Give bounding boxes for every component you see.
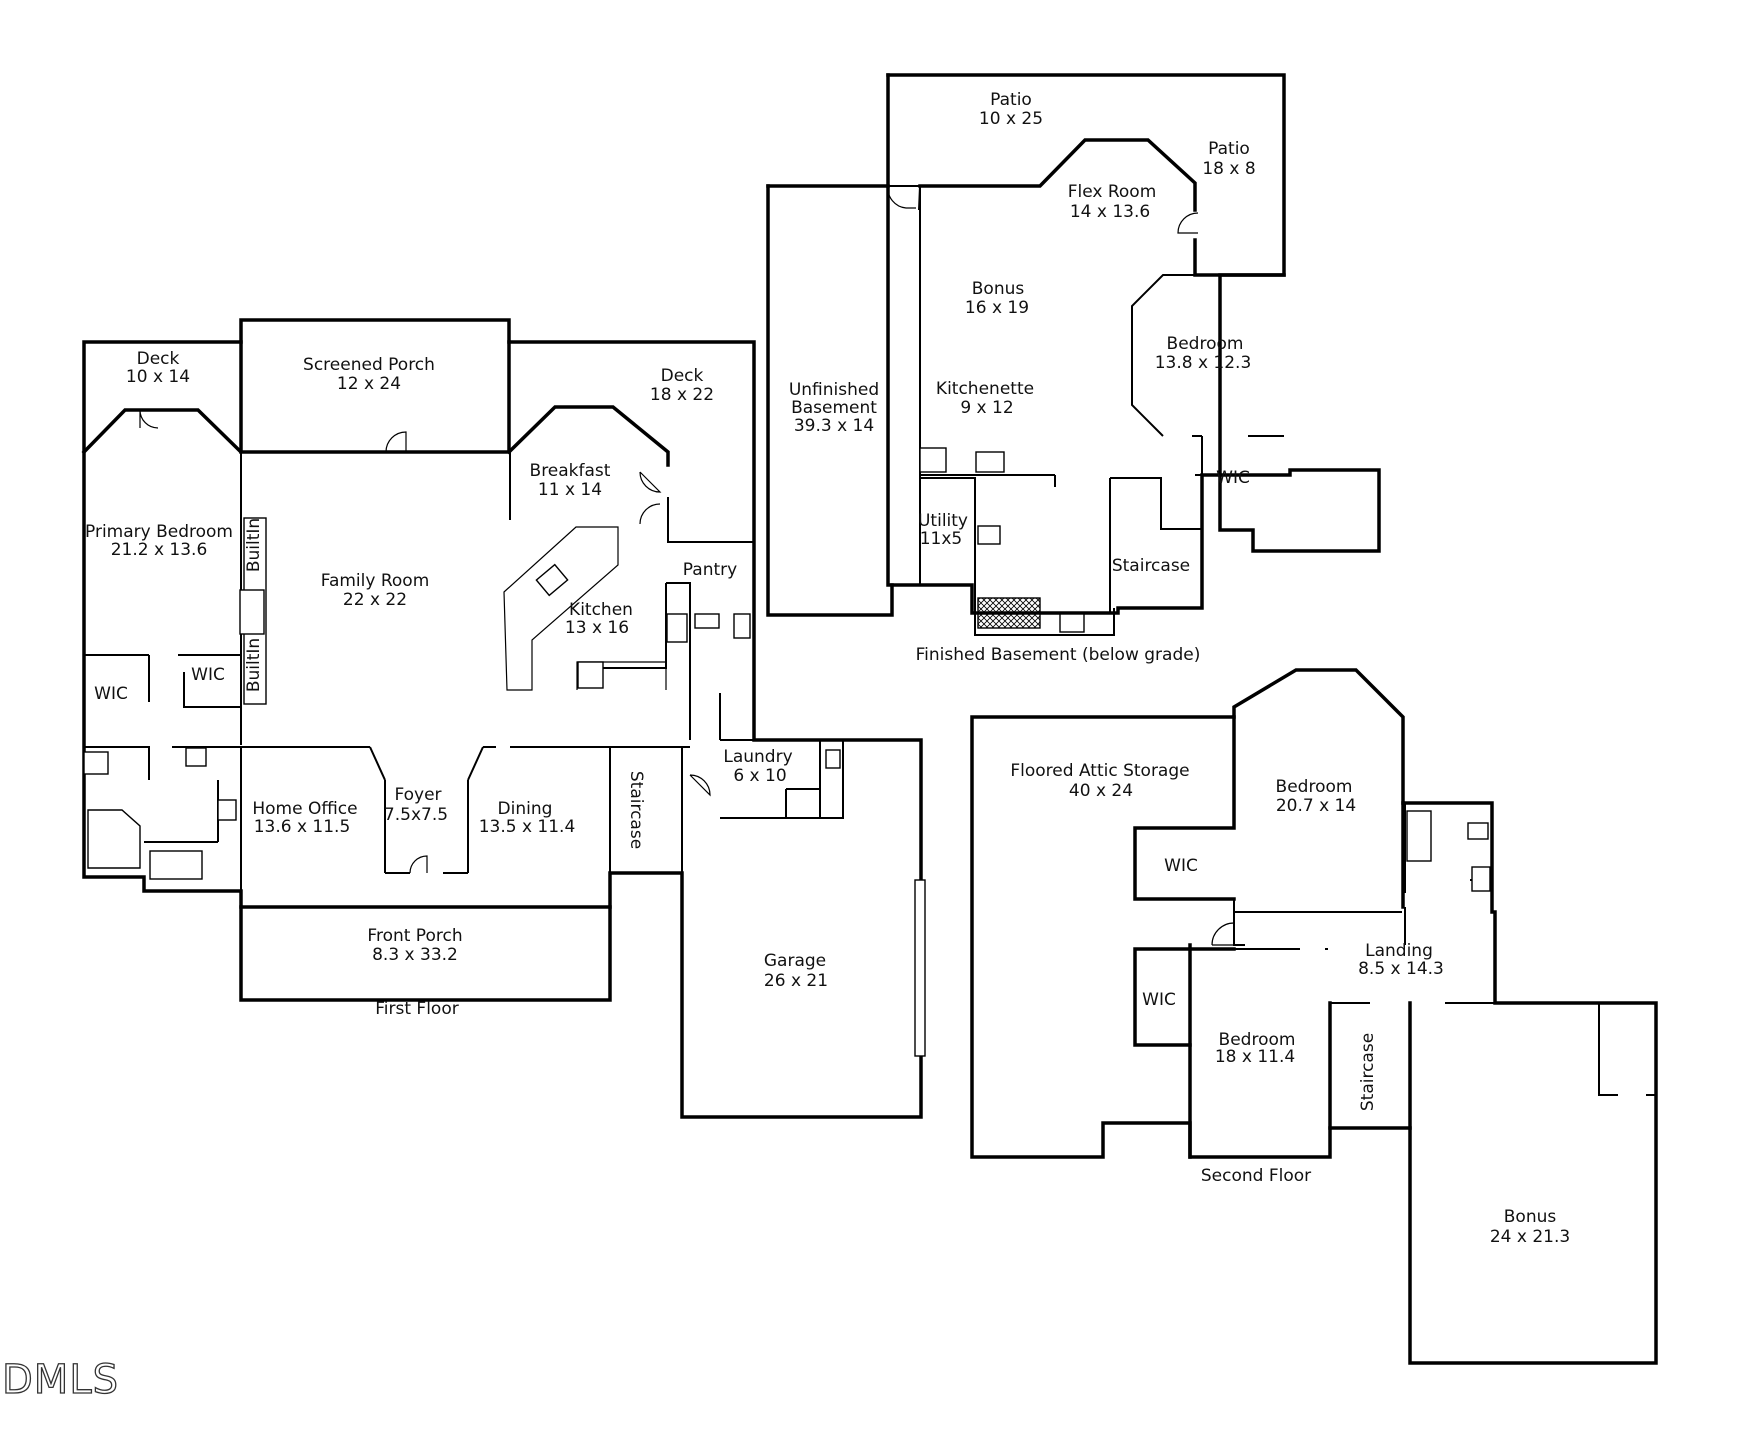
upstairs-toilet-icon xyxy=(1467,822,1489,840)
utility-name: Utility xyxy=(918,511,968,531)
front-porch-name: Front Porch xyxy=(367,926,462,946)
second-staircase-label: Staircase xyxy=(1358,1033,1378,1111)
deck-right-dims: 18 x 22 xyxy=(650,385,714,405)
garage-name: Garage xyxy=(764,951,826,971)
basement-interior-walls xyxy=(920,274,1284,636)
second-wic-1-label: WIC xyxy=(1164,856,1198,876)
front-porch-dims: 8.3 x 33.2 xyxy=(372,945,458,965)
patio-top-name: Patio xyxy=(990,90,1032,110)
screened-porch-dims: 12 x 24 xyxy=(337,374,401,394)
second-wic-2-label: WIC xyxy=(1142,990,1176,1010)
kitchen-sink-icon xyxy=(535,563,569,597)
second-bedroom-1-name: Bedroom xyxy=(1276,777,1353,797)
basement-plan xyxy=(766,73,1381,636)
second-floor-caption: Second Floor xyxy=(1201,1166,1311,1186)
kitchen-dims: 13 x 16 xyxy=(565,618,629,638)
patio-top-dims: 10 x 25 xyxy=(979,109,1043,129)
builtin-label-1: BuiltIn xyxy=(244,518,264,572)
kitchen-name: Kitchen xyxy=(569,600,633,620)
unfinished-dims: 39.3 x 14 xyxy=(794,416,874,436)
first-floor-plan xyxy=(81,318,926,1119)
shower-icon xyxy=(977,597,1041,629)
deck-left-name: Deck xyxy=(137,349,180,369)
deck-left-dims: 10 x 14 xyxy=(126,367,190,387)
utility-dims: 11x5 xyxy=(920,529,963,549)
basement-bonus-name: Bonus xyxy=(972,279,1025,299)
basement-caption: Finished Basement (below grade) xyxy=(916,645,1201,665)
unfinished-name-2: Basement xyxy=(791,398,877,418)
sink-icon xyxy=(185,747,207,767)
unfinished-name-1: Unfinished xyxy=(789,380,879,400)
attic-dims: 40 x 24 xyxy=(1069,781,1133,801)
second-bonus-dims: 24 x 21.3 xyxy=(1490,1227,1570,1247)
watermark-logo: DMLS xyxy=(2,1357,119,1403)
wic-label-1: WIC xyxy=(191,665,225,685)
second-bedroom-2-name: Bedroom xyxy=(1219,1030,1296,1050)
foyer-dims: 7.5x7.5 xyxy=(384,805,448,825)
screened-porch-walls xyxy=(239,340,511,454)
deck-right-name: Deck xyxy=(661,366,704,386)
door-swings xyxy=(139,409,711,874)
flex-room-name: Flex Room xyxy=(1068,182,1157,202)
primary-bedroom-dims: 21.2 x 13.6 xyxy=(111,540,208,560)
toilet-icon xyxy=(83,751,109,775)
patio-right-dims: 18 x 8 xyxy=(1202,159,1255,179)
basement-bedroom-name: Bedroom xyxy=(1167,334,1244,354)
second-floor-outer-walls xyxy=(970,668,1658,1365)
family-room-dims: 22 x 22 xyxy=(343,590,407,610)
upstairs-tub-icon xyxy=(1406,810,1432,862)
first-floor-labels: Deck 10 x 14 Screened Porch 12 x 24 Deck… xyxy=(85,349,828,1019)
basement-wic-label: WIC xyxy=(1216,468,1250,488)
dining-name: Dining xyxy=(498,799,553,819)
kitchenette-counter xyxy=(919,447,947,473)
laundry-dims: 6 x 10 xyxy=(733,766,786,786)
second-bedroom-2-dims: 18 x 11.4 xyxy=(1215,1047,1295,1067)
garage-door xyxy=(914,879,926,1057)
first-floor-outer-walls xyxy=(82,318,923,1119)
wic-label-2: WIC xyxy=(94,684,128,704)
dining-dims: 13.5 x 11.4 xyxy=(479,817,576,837)
laundry-name: Laundry xyxy=(723,747,792,767)
staircase-1-label: Staircase xyxy=(626,771,646,849)
kitchen-island xyxy=(503,526,619,691)
corner-tub-icon xyxy=(87,809,141,869)
first-floor-caption: First Floor xyxy=(375,999,458,1019)
range-icon xyxy=(666,613,688,643)
basement-bonus-dims: 16 x 19 xyxy=(965,298,1029,318)
breakfast-bay xyxy=(506,405,670,467)
family-room-name: Family Room xyxy=(321,571,430,591)
basement-toilet-icon xyxy=(977,525,1001,545)
second-floor-plan xyxy=(970,668,1658,1365)
upstairs-sink-icon xyxy=(1471,866,1491,892)
basement-bedroom-dims: 13.8 x 12.3 xyxy=(1155,353,1252,373)
screened-porch-name: Screened Porch xyxy=(303,355,435,375)
basement-labels: Patio 10 x 25 Patio 18 x 8 Flex Room 14 … xyxy=(789,90,1256,665)
second-bedroom-1-dims: 20.7 x 14 xyxy=(1276,796,1356,816)
second-floor-interior-walls xyxy=(1233,803,1656,1096)
breakfast-name: Breakfast xyxy=(530,461,611,481)
basement-staircase-label: Staircase xyxy=(1112,556,1190,576)
primary-bedroom-name: Primary Bedroom xyxy=(85,522,233,542)
builtin-label-2: BuiltIn xyxy=(244,638,264,692)
landing-name: Landing xyxy=(1365,941,1433,961)
home-office-name: Home Office xyxy=(252,799,357,819)
landing-dims: 8.5 x 14.3 xyxy=(1358,959,1444,979)
bathtub-icon xyxy=(149,850,203,880)
attic-name: Floored Attic Storage xyxy=(1010,761,1189,781)
basement-outer-walls xyxy=(766,73,1381,615)
foyer-name: Foyer xyxy=(394,785,441,805)
kitchenette-name: Kitchenette xyxy=(936,379,1034,399)
home-office-dims: 13.6 x 11.5 xyxy=(254,817,351,837)
front-porch-outline xyxy=(239,905,612,1002)
pantry-name: Pantry xyxy=(683,560,737,580)
patio-right-name: Patio xyxy=(1208,139,1250,159)
second-floor-labels: Floored Attic Storage 40 x 24 Bedroom 20… xyxy=(1010,761,1570,1247)
garage-dims: 26 x 21 xyxy=(764,971,828,991)
flex-room-dims: 14 x 13.6 xyxy=(1070,202,1150,222)
second-bonus-name: Bonus xyxy=(1504,1207,1557,1227)
breakfast-dims: 11 x 14 xyxy=(538,480,602,500)
kitchenette-dims: 9 x 12 xyxy=(960,398,1013,418)
primary-bedroom-bay xyxy=(81,408,244,455)
